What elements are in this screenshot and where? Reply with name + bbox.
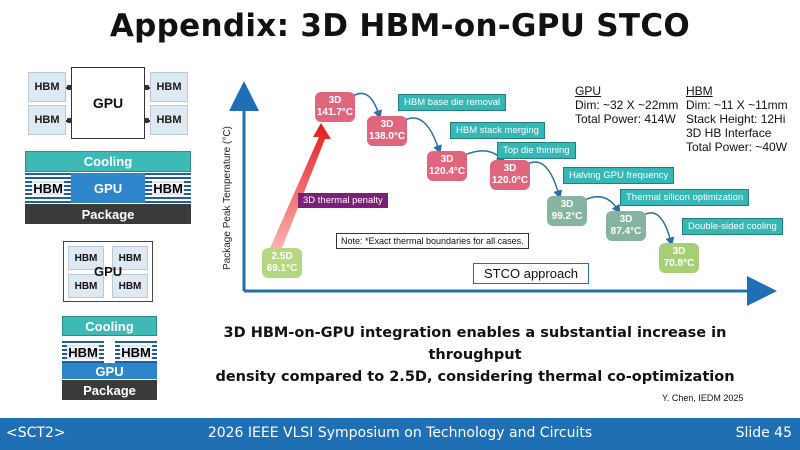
interconnect (66, 85, 72, 90)
node-temperature: 87.4°C (610, 226, 642, 237)
step-label: Double-sided cooling (682, 218, 783, 235)
hbm-label: HBM (32, 180, 64, 196)
footer-conference: 2026 IEEE VLSI Symposium on Technology a… (207, 425, 593, 441)
node-name: 3D (328, 95, 342, 106)
gpu-spec-line: Total Power: 414W (575, 112, 676, 126)
hbm-label: HBM (152, 180, 184, 196)
node-name: 3D (560, 199, 574, 210)
step-arrow (404, 117, 442, 155)
hbm-stack: HBM (115, 341, 157, 363)
hbm-chip: HBM (150, 72, 188, 102)
note-box: Note: *Exact thermal boundaries for all … (336, 233, 529, 249)
hbm-stack: HBM (25, 173, 71, 203)
hbm-stack: HBM (145, 173, 191, 203)
step-label: HBM base die removal (398, 94, 507, 111)
node-name: 2.5D (271, 251, 293, 262)
interconnect (144, 118, 150, 123)
step-arrow (352, 92, 382, 120)
step-label: HBM stack merging (450, 122, 545, 139)
gpu-label: GPU (94, 264, 123, 279)
footer-slide-number: Slide 45 (735, 425, 792, 441)
gpu-spec-line: Dim: ~32 X ~22mm (575, 98, 679, 112)
step-arrow (584, 195, 621, 214)
node-temperature: 69.1°C (266, 263, 298, 274)
hbm-spec-line: Total Power: ~40W (686, 140, 788, 154)
y-axis-label: Package Peak Temperature (°C) (222, 126, 233, 270)
stco-approach-label: STCO approach (473, 263, 589, 284)
hbm-spec-heading: HBM (686, 84, 713, 98)
hbm-label: HBM (67, 344, 99, 360)
hbm-chip: HBM (28, 72, 66, 102)
node-temperature: 141.7°C (316, 107, 354, 118)
node-temperature: 99.2°C (551, 211, 583, 222)
hbm-chip: HBM (68, 246, 104, 270)
package-layer: Package (62, 380, 157, 400)
hbm-label: HBM (120, 344, 152, 360)
gpu-spec-heading: GPU (575, 84, 602, 98)
node-name: 3D (380, 119, 394, 130)
gpu-layer: GPU (71, 173, 145, 203)
step-arrow (527, 161, 563, 200)
cooling-layer: Cooling (25, 151, 191, 172)
step-label: Halving GPU frequency (563, 167, 675, 184)
hbm-chip: HBM (68, 274, 104, 298)
gpu-layer: GPU (62, 363, 157, 379)
interconnect (66, 118, 72, 123)
step-label: Top die thinning (497, 142, 576, 159)
node-name: 3D (672, 246, 686, 257)
node-temperature: 138.0°C (368, 131, 406, 142)
cooling-layer: Cooling (62, 316, 157, 336)
hbm-chip: HBM (112, 246, 148, 270)
summary-line: density compared to 2.5D, considering th… (215, 369, 735, 385)
footer-session: <SCT2> (6, 425, 66, 441)
hbm-spec-line: 3D HB Interface (686, 126, 772, 140)
thermal-penalty-label: 3D thermal penalty (298, 193, 388, 208)
hbm-chip: HBM (150, 105, 188, 135)
hbm-stack: HBM (62, 341, 104, 363)
package-layer: Package (25, 204, 191, 224)
summary-line: 3D HBM-on-GPU integration enables a subs… (223, 325, 727, 363)
gpu-spec-block: GPU Dim: ~32 X ~22mm Total Power: 414W (575, 84, 678, 126)
node-name: 3D (503, 163, 517, 174)
step-label: Thermal silicon optimization (620, 189, 750, 206)
slide-title: Appendix: 3D HBM-on-GPU STCO (109, 8, 691, 44)
hbm-chip: HBM (28, 105, 66, 135)
hbm-spec-line: Stack Height: 12Hi (686, 112, 786, 126)
citation: Y. Chen, IEDM 2025 (662, 393, 744, 403)
hbm-chip: HBM (112, 274, 148, 298)
hbm-spec-line: Dim: ~11 X ~11mm (686, 98, 788, 112)
node-temperature: 70.8°C (663, 258, 695, 269)
summary-text: 3D HBM-on-GPU integration enables a subs… (190, 322, 760, 388)
interconnect (144, 85, 150, 90)
node-temperature: 120.4°C (428, 166, 466, 177)
gpu-die: GPU (71, 67, 145, 139)
step-arrow (643, 212, 675, 247)
thermal-penalty-arrow (270, 123, 331, 248)
hbm-spec-block: HBM Dim: ~11 X ~11mm Stack Height: 12Hi … (686, 84, 788, 154)
node-name: 3D (440, 154, 454, 165)
footer-bar: <SCT2> 2026 IEEE VLSI Symposium on Techn… (0, 418, 800, 450)
node-temperature: 120.0°C (491, 175, 529, 186)
node-name: 3D (619, 214, 633, 225)
